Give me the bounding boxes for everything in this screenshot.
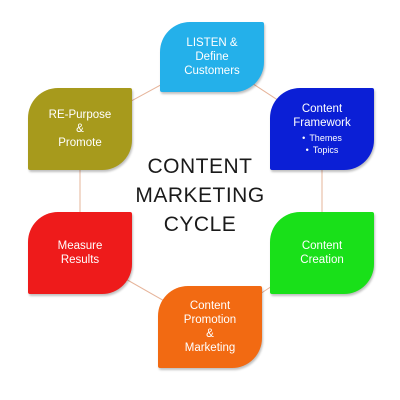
step-label-line: Measure [57,240,103,252]
step-content-promotion-marketing[interactable]: Content Promotion & Marketing [158,286,262,368]
step-measure-results[interactable]: Measure Results [28,212,132,294]
step-label-line: Promote [58,137,102,149]
title-line-1: CONTENT [147,154,253,178]
step-label-line: Customers [184,65,240,77]
step-content-creation[interactable]: Content Creation [270,212,374,294]
step-label-line: Content [301,103,343,115]
step-label-line: & [76,123,84,135]
step-label-line: Content [301,240,343,252]
diagram-title: CONTENT MARKETING CYCLE [120,150,280,240]
step-label-line: Framework [293,117,351,129]
step-content-framework[interactable]: Content Framework Themes Topics [270,88,374,170]
step-label-line: Define [195,51,229,63]
bullet-item-topics: Topics [302,144,342,156]
title-line-2: MARKETING [135,183,265,207]
step-label-line: & [206,328,214,340]
step-label-line: Creation [300,254,344,266]
step-repurpose-promote[interactable]: RE-Purpose & Promote [28,88,132,170]
step-listen-define-customers[interactable]: LISTEN & Define Customers [160,22,264,92]
step-label-line: LISTEN & [186,37,238,49]
title-line-3: CYCLE [163,212,237,236]
framework-bullet-list: Themes Topics [302,132,342,156]
step-label-line: Results [60,254,100,266]
step-label-line: Content [189,300,231,312]
step-label-line: RE-Purpose [48,109,112,121]
step-label-line: Marketing [184,342,236,354]
bullet-item-themes: Themes [302,132,342,144]
step-label-line: Promotion [183,314,237,326]
